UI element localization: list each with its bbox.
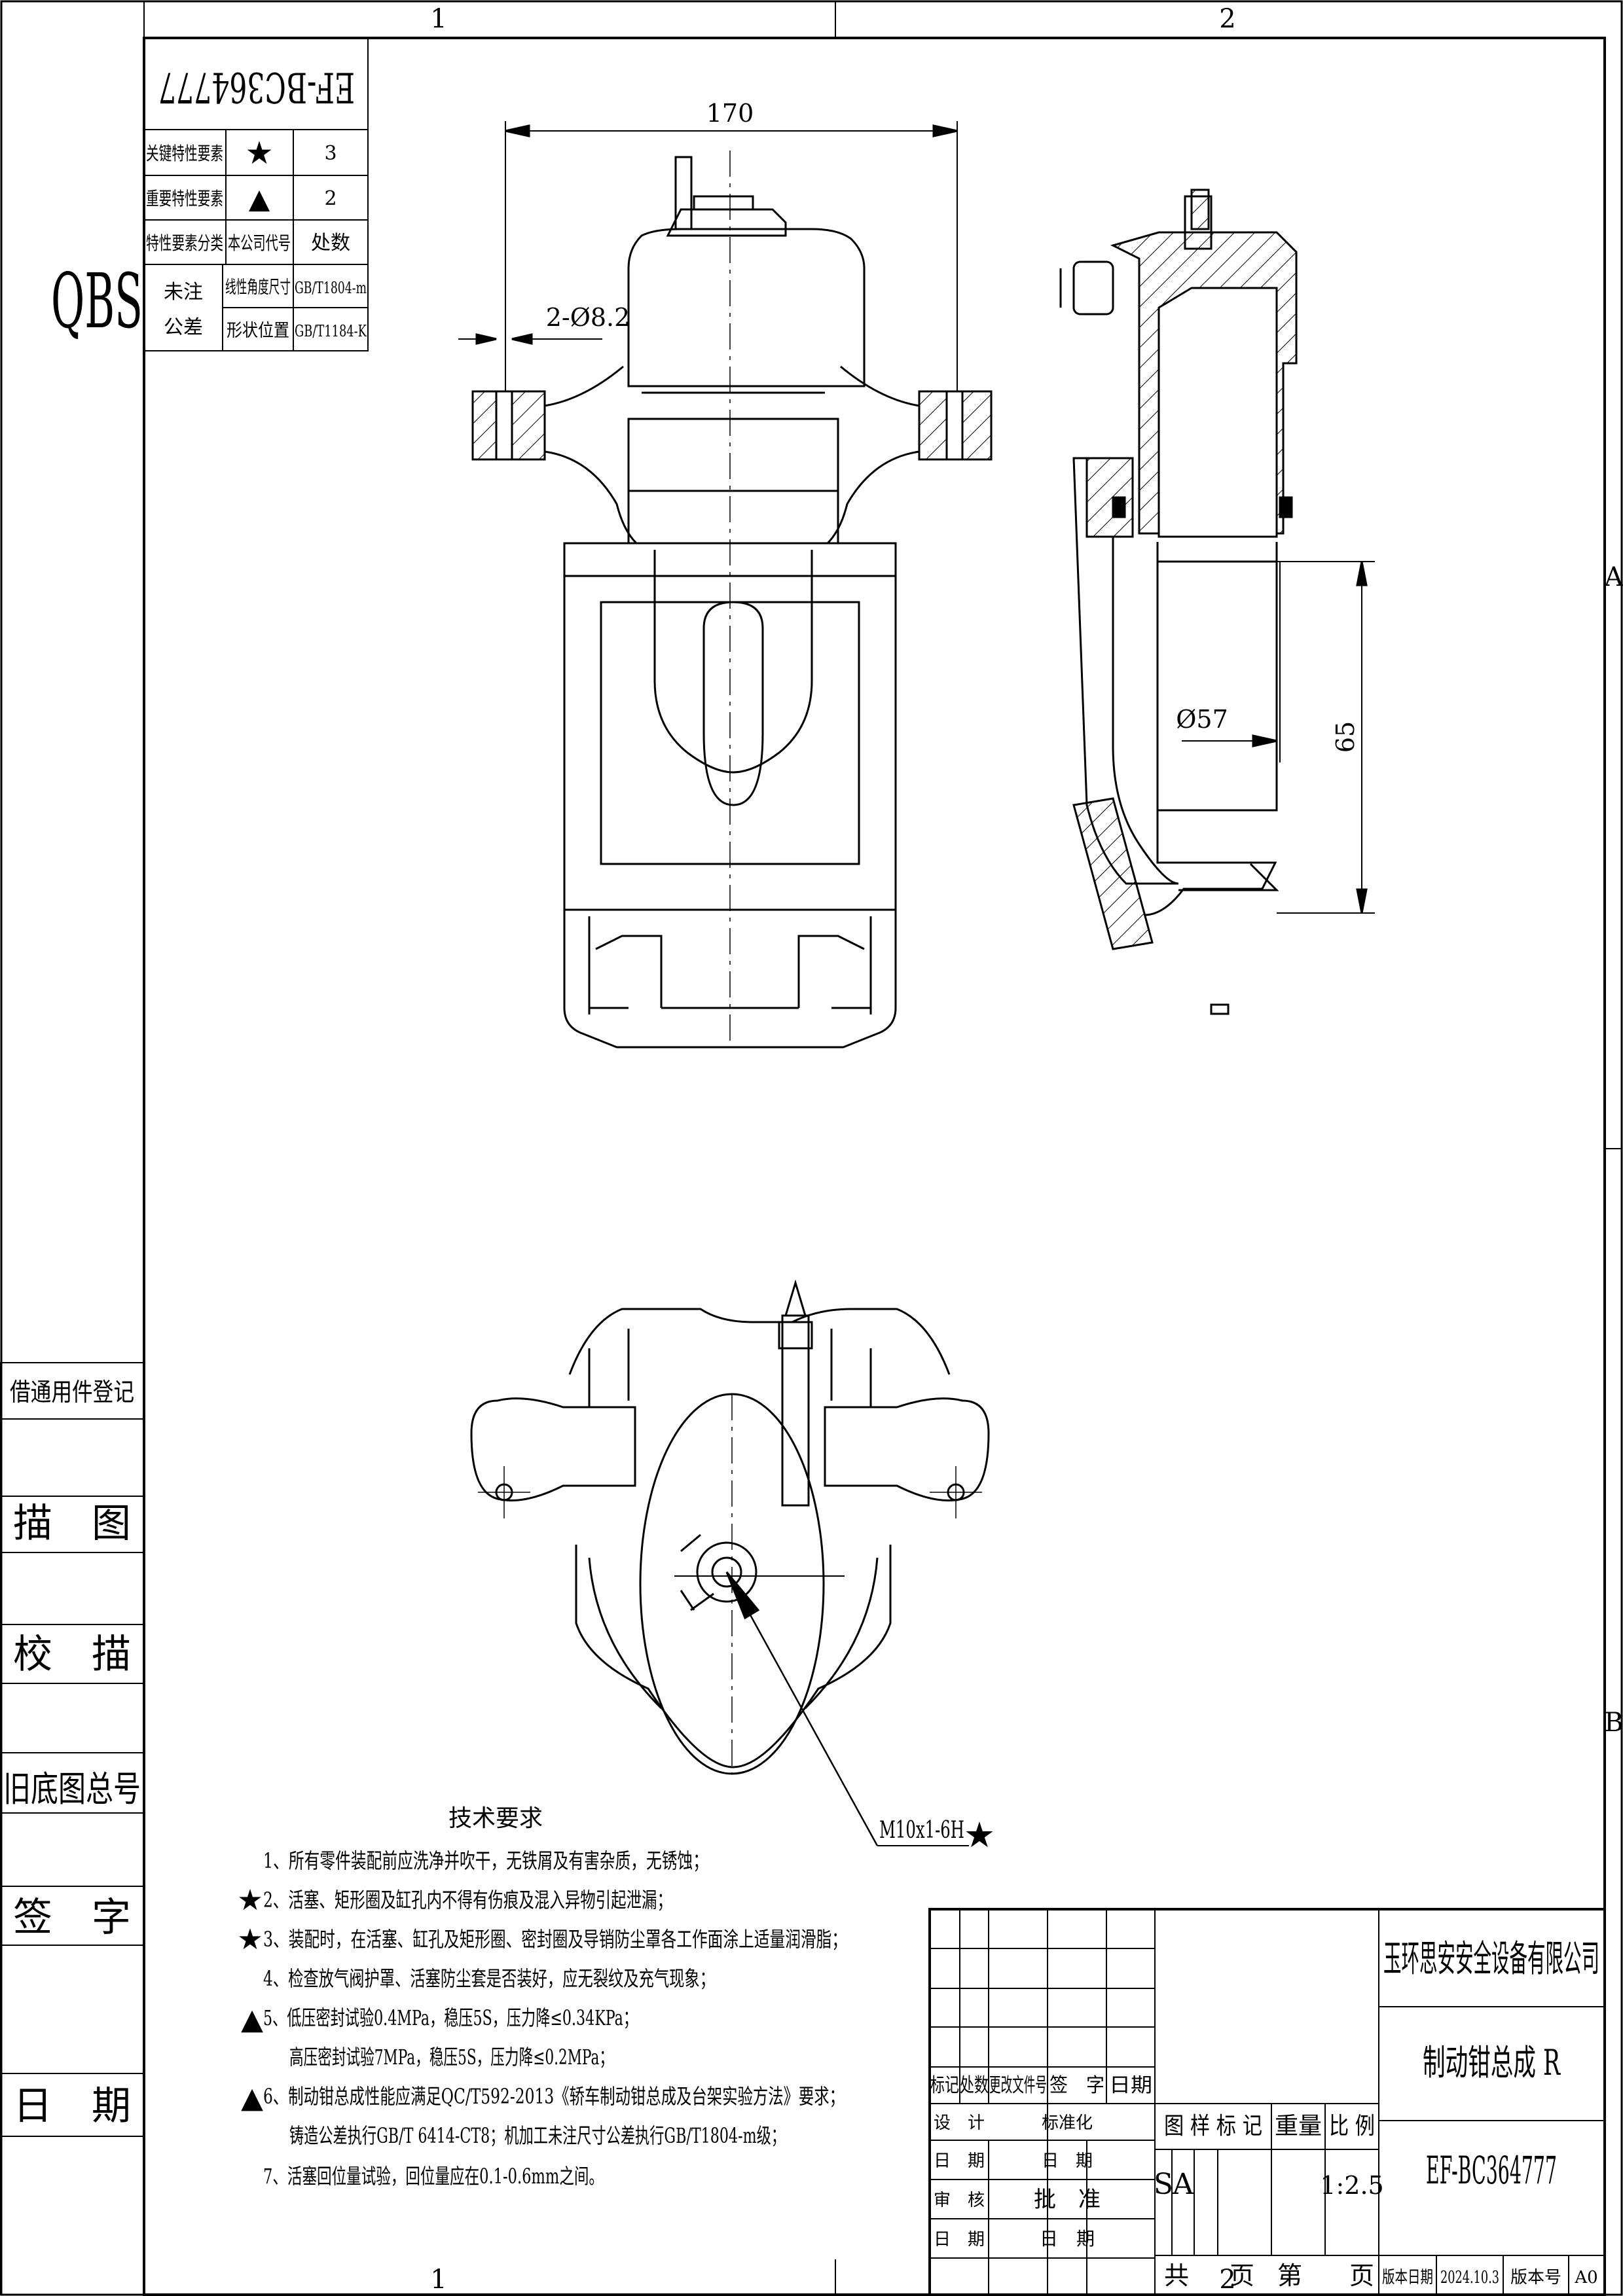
- dim-holes: 2-Ø8.2: [546, 303, 630, 332]
- tol-label-2: 公差: [164, 316, 203, 339]
- characteristics-table: [143, 37, 369, 351]
- nth-label: 第: [1277, 2261, 1302, 2290]
- char-row-1-value: 3: [324, 142, 337, 165]
- side-section-view: [1059, 188, 1375, 1015]
- weight-label: 重量: [1275, 2113, 1322, 2140]
- label-standardization: 标准化: [1042, 2113, 1093, 2133]
- char-row-3-value: 处数: [311, 232, 350, 255]
- tech-mark-6: ▲: [241, 2081, 263, 2115]
- rev-header-count: 处数: [960, 2074, 989, 2097]
- scale-label: 比 例: [1329, 2113, 1375, 2140]
- zone-row-b: B: [1604, 1708, 1623, 1738]
- tech-item-4: 4、检查放气阀护罩、活塞防尘套是否装好，应无裂纹及充气现象；: [263, 1966, 715, 1991]
- register-label: 借通用件登记: [10, 1378, 134, 1407]
- sample-mark-label: 图 样 标 记: [1164, 2113, 1262, 2140]
- top-view: [470, 1279, 990, 1846]
- signature-label: 签 字: [13, 1895, 131, 1941]
- zone-col-2-bottom: 2: [1219, 2265, 1235, 2295]
- side-register: [0, 1362, 145, 2295]
- tech-item-6: 6、制动钳总成性能应满足QC/T592-2013《轿车制动钳总成及台架实验方法》…: [263, 2084, 845, 2109]
- dim-width-170: 170: [706, 99, 754, 128]
- tech-item-1: 1、所有零件装配前应洗净并吹干，无铁屑及有害杂质，无锈蚀；: [263, 1848, 708, 1873]
- qbs-logo: QBS: [51, 258, 143, 346]
- label-date-4: 日 期: [1040, 2228, 1095, 2250]
- total-page-label: 页: [1230, 2261, 1254, 2290]
- mark-s: S: [1154, 2168, 1173, 2201]
- zone-col-2-top: 2: [1219, 4, 1235, 34]
- zone-row-a: A: [1604, 562, 1623, 592]
- rev-header-date: 日期: [1109, 2074, 1152, 2097]
- label-design: 设 计: [934, 2113, 985, 2133]
- rev-header-mark: 标记: [930, 2074, 959, 2097]
- char-row-3-label: 特性要素分类: [146, 232, 223, 254]
- tech-item-6b: 铸造公差执行GB/T 6414-CT8；机加工未注尺寸公差执行GB/T1804-…: [289, 2123, 786, 2148]
- char-row-2-value: 2: [324, 187, 337, 210]
- mark-a: A: [1172, 2168, 1194, 2201]
- tech-item-5: 5、低压密封试验0.4MPa，稳压5S，压力降≤0.34KPa；: [263, 2005, 638, 2030]
- label-date-1: 日 期: [934, 2151, 985, 2171]
- label-review: 审 核: [934, 2191, 985, 2210]
- star-symbol: ★: [245, 135, 273, 171]
- date-label: 日 期: [13, 2083, 131, 2129]
- dim-bore: Ø57: [1176, 705, 1228, 734]
- tech-item-7: 7、活塞回位量试验，回位量应在0.1-0.6mm之间。: [263, 2164, 604, 2189]
- char-row-1-label: 关键特性要素: [146, 143, 223, 164]
- company-name: 玉环思安安全设备有限公司: [1383, 1938, 1599, 1981]
- version-date: 2024.10.3: [1440, 2268, 1499, 2287]
- tech-item-3: 3、装配时，在活塞、缸孔及矩形圈、密封圈及导销防尘罩各工作面涂上适量润滑脂；: [263, 1927, 847, 1952]
- front-view: [458, 121, 993, 1049]
- version-no: A0: [1574, 2268, 1597, 2287]
- nth-page-label: 页: [1349, 2261, 1374, 2290]
- rev-header-sign: 签 字: [1049, 2074, 1104, 2097]
- label-date-3: 日 期: [934, 2230, 985, 2250]
- label-date-2: 日 期: [1042, 2151, 1093, 2171]
- tech-mark-3: ★: [237, 1923, 263, 1956]
- tech-title: 技术要求: [448, 1805, 543, 1832]
- char-row-3-code: 本公司代号: [228, 232, 291, 254]
- title-block: [928, 1908, 1606, 2296]
- drawing-no-mirrored: EF-BC364777: [158, 63, 355, 111]
- dim-height-65: 65: [1331, 721, 1360, 753]
- tol-row-1-std: GB/T1804-m: [295, 279, 367, 297]
- tech-requirements: 1、所有零件装配前应洗净并吹干，无铁屑及有害杂质，无锈蚀； ★ 2、活塞、矩形圈…: [237, 1848, 847, 2189]
- tech-item-2: 2、活塞、矩形圈及缸孔内不得有伤痕及混入异物引起泄漏；: [263, 1888, 672, 1912]
- tol-label-1: 未注: [164, 281, 203, 304]
- thread-callout: M10x1-6H: [879, 1817, 964, 1844]
- scale-value: 1:2.5: [1320, 2171, 1383, 2200]
- version-date-label: 版本日期: [1382, 2268, 1433, 2287]
- part-name: 制动钳总成 R: [1423, 2042, 1561, 2083]
- tol-row-2-label: 形状位置: [227, 321, 289, 341]
- char-row-2-label: 重要特性要素: [146, 188, 223, 209]
- tracing-label: 描 图: [13, 1501, 131, 1547]
- tech-item-5b: 高压密封试验7MPa，稳压5S，压力降≤0.2MPa；: [289, 2045, 613, 2070]
- old-drawing-no-label: 旧底图总号: [3, 1768, 141, 1810]
- thread-star-icon: ★: [964, 1814, 995, 1856]
- drawing-number: EF-BC364777: [1426, 2148, 1557, 2193]
- zone-col-1-top: 1: [430, 4, 447, 34]
- tol-row-1-label: 线性角度尺寸: [225, 278, 291, 298]
- zone-col-1-bottom: 1: [430, 2265, 447, 2295]
- tol-row-2-std: GB/T1184-K: [295, 322, 367, 340]
- triangle-symbol: ▲: [249, 183, 270, 215]
- version-no-label: 版本号: [1510, 2268, 1561, 2287]
- check-tracing-label: 校 描: [13, 1632, 131, 1677]
- label-approve: 批 准: [1034, 2187, 1101, 2213]
- total-label: 共: [1164, 2261, 1189, 2290]
- tech-mark-2: ★: [237, 1884, 263, 1917]
- rev-header-doc: 更改文件号: [989, 2074, 1047, 2097]
- tech-mark-5: ▲: [241, 2003, 263, 2036]
